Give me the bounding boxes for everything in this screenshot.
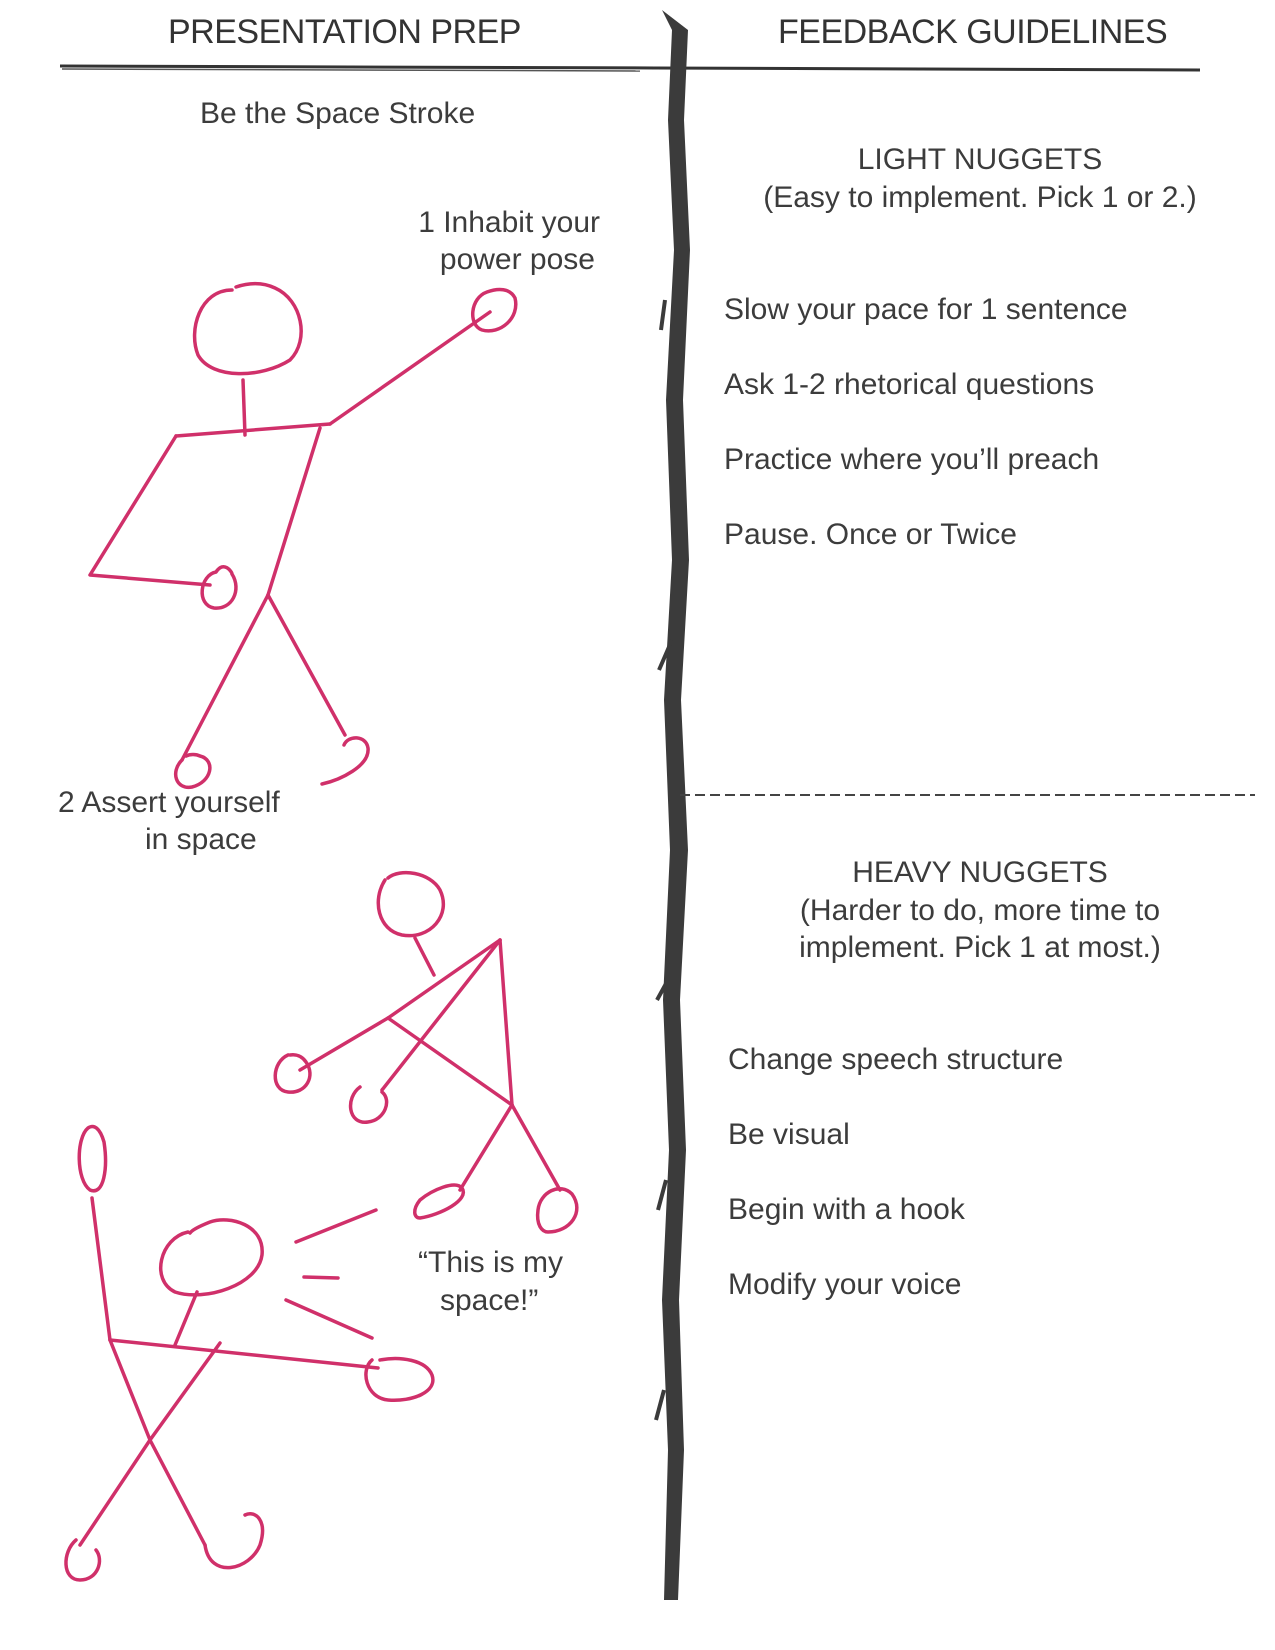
list-item: Begin with a hook [728, 1193, 965, 1226]
column-divider [662, 10, 690, 1600]
quote-line2: space!” [440, 1284, 539, 1317]
list-item: Slow your pace for 1 sentence [724, 293, 1128, 326]
list-item: Be visual [728, 1118, 850, 1151]
step1-label-line2: power pose [439, 243, 595, 276]
left-column-subtitle: Be the Space Stroke [200, 97, 476, 130]
heavy-nuggets-note-line1: (Harder to do, more time to [799, 894, 1161, 927]
list-item: Modify your voice [728, 1268, 962, 1301]
heavy-nuggets-note-line2: implement. Pick 1 at most.) [799, 931, 1161, 964]
list-item: Ask 1-2 rhetorical questions [724, 368, 1095, 401]
light-nuggets-note: (Easy to implement. Pick 1 or 2.) [763, 181, 1197, 214]
list-item: Pause. Once or Twice [724, 518, 1017, 551]
list-item: Change speech structure [728, 1043, 1064, 1076]
right-column-header: FEEDBACK GUIDELINES [778, 13, 1168, 51]
step2-label-line2: in space [145, 823, 257, 856]
step2-label-line1: 2 Assert yourself [58, 786, 280, 819]
list-item: Practice where you’ll preach [724, 443, 1100, 476]
step1-label-line1: 1 Inhabit your [418, 206, 600, 239]
stick-figure-power-pose [88, 282, 518, 789]
header-rule [59, 64, 1201, 72]
stick-figure-assert [273, 870, 579, 1234]
stick-figure-yelling [64, 1124, 435, 1582]
left-column-header: PRESENTATION PREP [168, 13, 521, 51]
light-nuggets-title: LIGHT NUGGETS [857, 143, 1103, 176]
quote-line1: “This is my [418, 1246, 563, 1279]
heavy-nuggets-title: HEAVY NUGGETS [852, 856, 1108, 889]
